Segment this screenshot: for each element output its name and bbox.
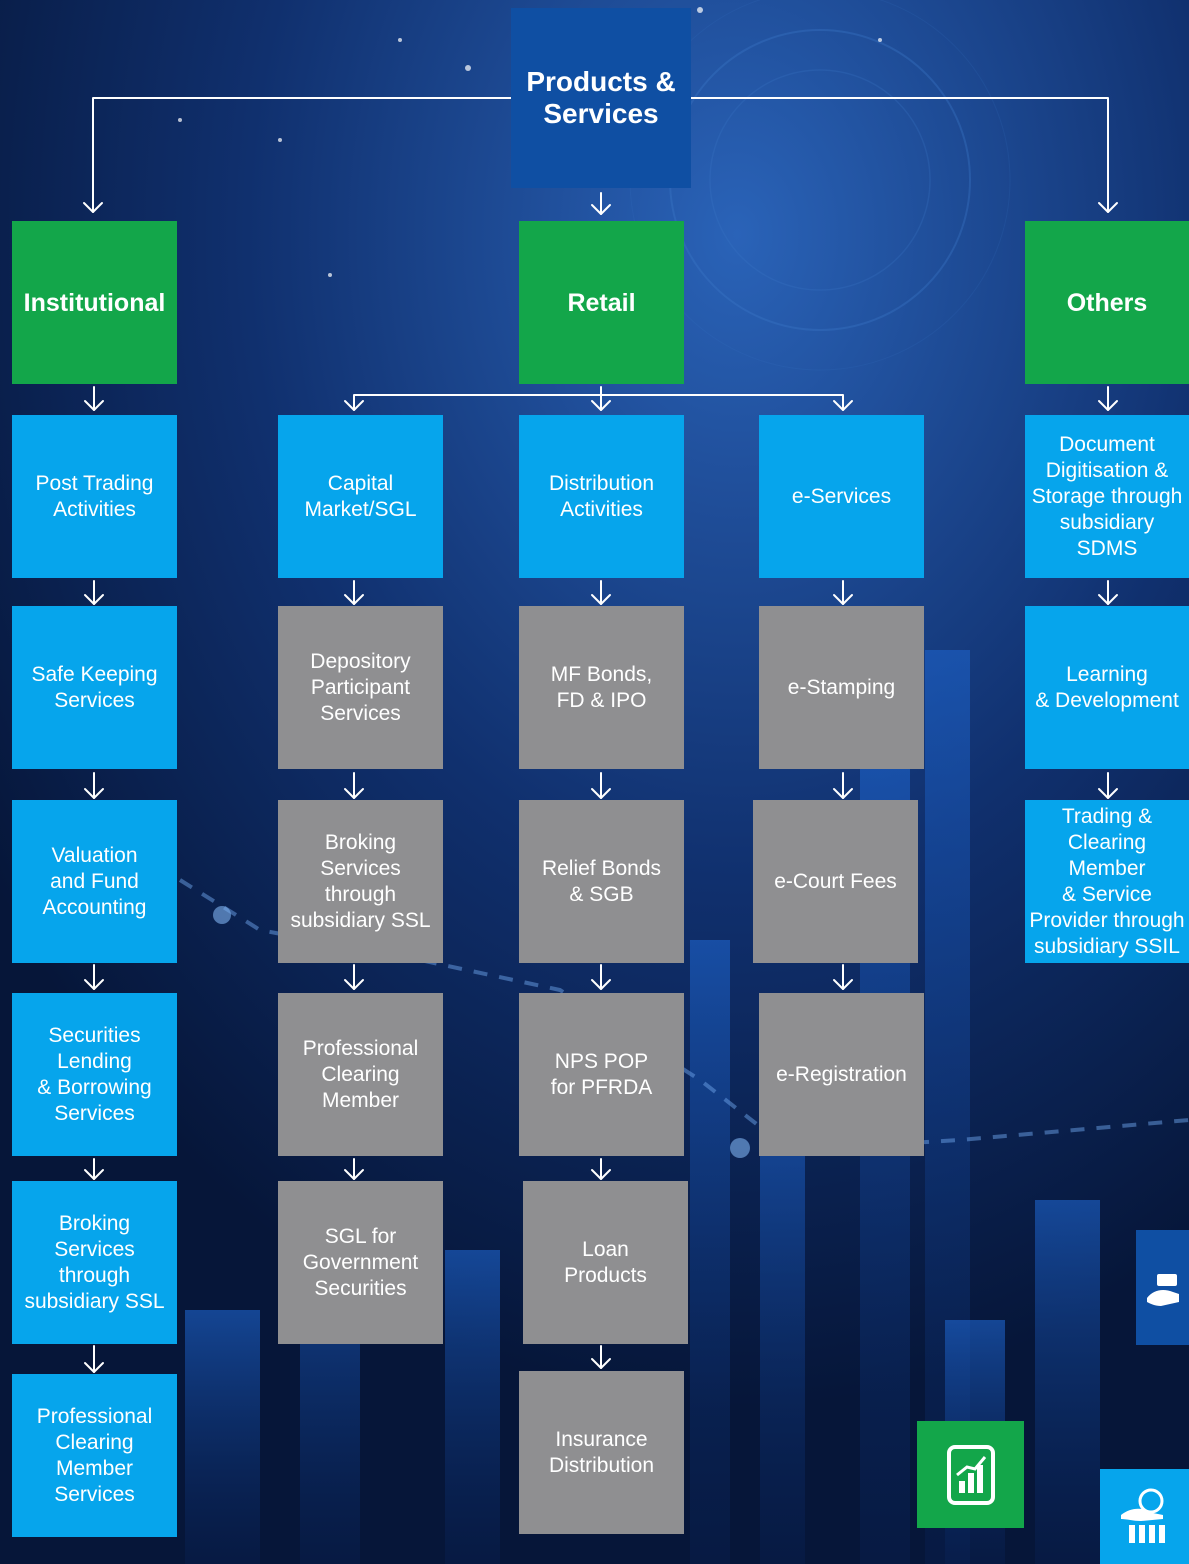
e-services-item-label: e-Stamping (787, 675, 896, 699)
distribution-label: Distribution Activities (548, 471, 655, 521)
connector-line (353, 394, 844, 411)
others-item: Learning & Development (1025, 606, 1189, 769)
capital-market-item-label: Broking Services through subsidiary SSL (290, 830, 431, 932)
arrow-head (833, 979, 853, 990)
arrow-head (84, 1362, 104, 1373)
arrow-head (833, 788, 853, 799)
arrow-head (1098, 400, 1118, 411)
retail-label: Retail (567, 288, 636, 317)
arrow-head (84, 979, 104, 990)
institutional-item-label: Broking Services through subsidiary SSL (24, 1211, 165, 1313)
distribution-item: Insurance Distribution (519, 1371, 684, 1534)
arrow-head (84, 400, 104, 411)
e-services-item: e-Court Fees (753, 800, 918, 963)
products-services-node: Products & Services (511, 8, 691, 188)
others-label: Others (1066, 288, 1148, 317)
capital-market-item-label: SGL for Government Securities (302, 1224, 419, 1300)
e-services-item-label: e-Court Fees (774, 869, 897, 893)
distribution-item: MF Bonds, FD & IPO (519, 606, 684, 769)
arrow-head (1098, 788, 1118, 799)
arrow-head (344, 400, 364, 411)
e-services-label: e-Services (791, 484, 892, 508)
others-item-label: Trading & Clearing Member & Service Prov… (1029, 804, 1185, 958)
distribution-item-label: Relief Bonds & SGB (541, 856, 662, 906)
arrow-head (344, 788, 364, 799)
retail-node: Retail (519, 221, 684, 384)
e-services-item: e-Stamping (759, 606, 924, 769)
rupee-bank-icon (1100, 1469, 1189, 1564)
institutional-item-label: Post Trading Activities (35, 471, 154, 521)
arrow-head (83, 202, 103, 213)
capital-market-item: Broking Services through subsidiary SSL (278, 800, 443, 963)
arrow-head (833, 400, 853, 411)
arrow-head (1098, 202, 1118, 213)
institutional-item: Post Trading Activities (12, 415, 177, 578)
connector-line (92, 97, 512, 213)
products-services-label: Products & Services (526, 66, 676, 129)
arrow-head (84, 788, 104, 799)
others-item: Trading & Clearing Member & Service Prov… (1025, 800, 1189, 963)
capital-market-item-label: Depository Participant Services (310, 649, 411, 725)
capital-market-item: Professional Clearing Member (278, 993, 443, 1156)
institutional-item-label: Safe Keeping Services (31, 662, 158, 712)
arrow-head (591, 788, 611, 799)
capital-market-label: Capital Market/SGL (304, 471, 417, 521)
e-services-node: e-Services (759, 415, 924, 578)
e-services-item: e-Registration (759, 993, 924, 1156)
capital-market-node: Capital Market/SGL (278, 415, 443, 578)
capital-market-item: Depository Participant Services (278, 606, 443, 769)
institutional-label: Institutional (23, 288, 166, 317)
distribution-item-label: Loan Products (564, 1237, 647, 1287)
institutional-item: Broking Services through subsidiary SSL (12, 1181, 177, 1344)
institutional-item: Safe Keeping Services (12, 606, 177, 769)
connector-line (690, 97, 1109, 213)
hand-money-icon (1136, 1230, 1189, 1345)
institutional-item-label: Professional Clearing Member Services (36, 1404, 153, 1506)
institutional-item: Professional Clearing Member Services (12, 1374, 177, 1537)
arrow-head (1098, 594, 1118, 605)
distribution-item-label: Insurance Distribution (548, 1427, 655, 1477)
institutional-item: Valuation and Fund Accounting (12, 800, 177, 963)
distribution-item: NPS POP for PFRDA (519, 993, 684, 1156)
distribution-node: Distribution Activities (519, 415, 684, 578)
capital-market-item: SGL for Government Securities (278, 1181, 443, 1344)
arrow-head (84, 594, 104, 605)
distribution-item-label: NPS POP for PFRDA (550, 1049, 653, 1099)
institutional-item-label: Valuation and Fund Accounting (42, 843, 147, 919)
institutional-node: Institutional (12, 221, 177, 384)
arrow-head (344, 979, 364, 990)
arrow-head (591, 1358, 611, 1369)
distribution-item-label: MF Bonds, FD & IPO (550, 662, 653, 712)
institutional-item-label: Securities Lending & Borrowing Services (37, 1023, 152, 1125)
institutional-item: Securities Lending & Borrowing Services (12, 993, 177, 1156)
e-services-item-label: e-Registration (776, 1062, 907, 1086)
arrow-head (591, 594, 611, 605)
others-node: Others (1025, 221, 1189, 384)
arrow-head (84, 1169, 104, 1180)
distribution-item: Loan Products (523, 1181, 688, 1344)
arrow-head (344, 594, 364, 605)
capital-market-item-label: Professional Clearing Member (302, 1036, 419, 1112)
others-item-label: Document Digitisation & Storage through … (1031, 432, 1183, 560)
arrow-head (591, 204, 611, 215)
others-item-label: Learning & Development (1035, 662, 1179, 712)
arrow-head (591, 400, 611, 411)
chart-tablet-icon (917, 1421, 1024, 1528)
arrow-head (344, 1169, 364, 1180)
others-item: Document Digitisation & Storage through … (1025, 415, 1189, 578)
arrow-head (591, 979, 611, 990)
arrow-head (833, 594, 853, 605)
arrow-head (591, 1169, 611, 1180)
distribution-item: Relief Bonds & SGB (519, 800, 684, 963)
